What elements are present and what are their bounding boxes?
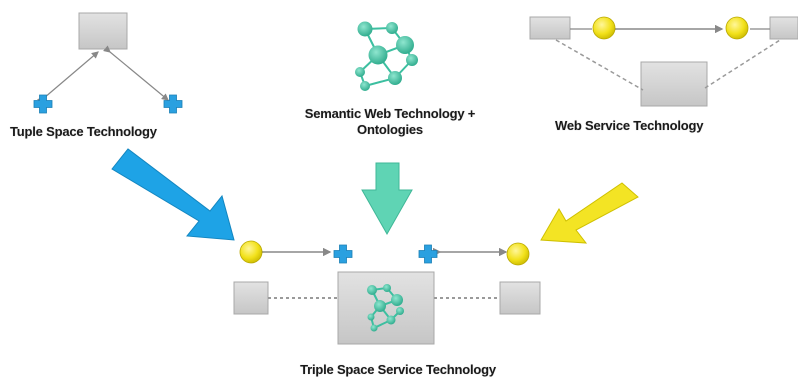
semantic-web-technology-label: Semantic Web Technology + Ontologies xyxy=(270,106,510,138)
semantic-web-label-line-2: Ontologies xyxy=(357,122,423,137)
yellow-circle-icon xyxy=(592,16,616,40)
yellow-circle-icon xyxy=(239,240,263,264)
web-service-technology-group xyxy=(529,16,798,107)
web-service-technology-label: Web Service Technology xyxy=(555,118,704,133)
triple-space-service-technology-group xyxy=(233,240,541,345)
semantic-web-label-line-1: Semantic Web Technology + xyxy=(304,106,476,121)
plus-icon xyxy=(163,94,183,114)
ontology-graph-icon xyxy=(367,284,404,332)
tuple-space-technology-group xyxy=(33,12,183,114)
triple-space-service-technology-label: Triple Space Service Technology xyxy=(300,362,496,377)
plus-icon xyxy=(33,94,53,114)
tuple-space-technology-label: Tuple Space Technology xyxy=(10,124,157,139)
service-box-icon xyxy=(640,61,708,107)
tuple-space-box-icon xyxy=(78,12,128,50)
dashed-line xyxy=(704,39,781,89)
service-box-icon xyxy=(529,16,571,40)
connector-line xyxy=(103,45,169,101)
yellow-circle-icon xyxy=(725,16,749,40)
ontology-graph-icon xyxy=(355,21,418,91)
plus-icon xyxy=(418,244,438,264)
dashed-line xyxy=(555,39,644,91)
yellow-big-arrow-icon xyxy=(540,182,639,244)
client-box-icon xyxy=(233,281,269,315)
service-box-icon xyxy=(769,16,798,40)
connector-line xyxy=(37,51,99,105)
blue-big-arrow-icon xyxy=(111,148,235,241)
plus-icon xyxy=(333,244,353,264)
central-space-box-icon xyxy=(337,271,435,345)
yellow-circle-icon xyxy=(506,242,530,266)
teal-big-arrow-icon xyxy=(361,162,413,236)
client-box-icon xyxy=(499,281,541,315)
